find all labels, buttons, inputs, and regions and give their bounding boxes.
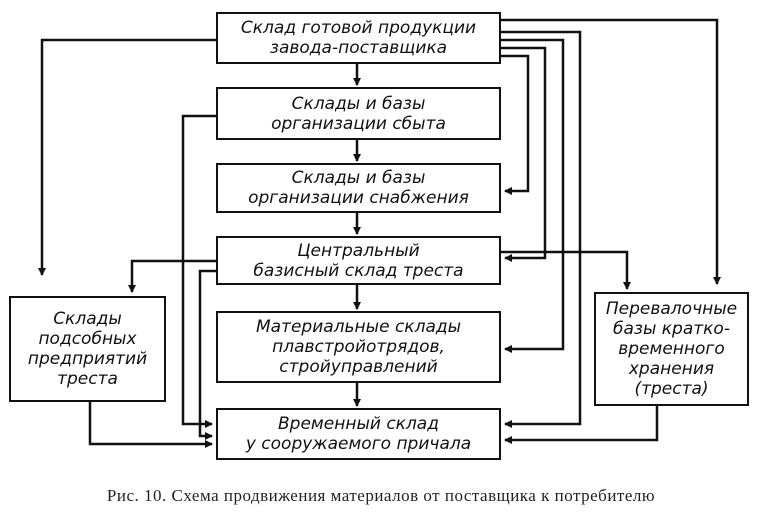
box-line: Склады [53, 309, 122, 329]
box-line: треста [57, 369, 118, 389]
box-line: Материальные склады [255, 317, 462, 337]
box-line: организации снабжения [248, 188, 469, 208]
arrow-factory-to-temporary-right [501, 30, 582, 428]
arrow-factory-to-transshipment [501, 18, 721, 285]
arrow-auxiliary-to-temporary [88, 402, 213, 448]
box-line: базисный склад треста [253, 260, 464, 281]
box-line: стройуправлений [279, 357, 438, 377]
arrow-central-to-transshipment [501, 250, 631, 290]
box-line: подсобных [38, 329, 137, 349]
box-line: Склады и базы [291, 93, 426, 114]
box-line: Перевалочные [605, 299, 738, 319]
arrow-transshipment-to-temporary [504, 406, 659, 444]
box-factory-warehouse: Склад готовой продукции завода-поставщик… [216, 12, 501, 64]
arrow-factory-to-auxiliary [38, 38, 216, 276]
arrow-central-to-temporary [198, 269, 216, 440]
box-central-warehouse: Центральный базисный склад треста [216, 236, 501, 285]
box-line: Склады и базы [291, 168, 426, 188]
box-line: хранения [628, 359, 715, 379]
box-temporary-warehouse: Временный склад у сооружаемого причала [216, 408, 501, 460]
arrow-factory-to-central [501, 46, 547, 262]
box-line: базы кратко- [613, 319, 730, 339]
box-line: Центральный [297, 240, 420, 261]
box-auxiliary-warehouses: Склады подсобных предприятий треста [9, 296, 166, 402]
box-sales-warehouses: Склады и базы организации сбыта [216, 87, 501, 140]
arrow-factory-to-material [501, 38, 565, 353]
box-transshipment-bases: Перевалочные базы кратко- временного хра… [594, 292, 749, 406]
box-line: завода-поставщика [269, 38, 448, 58]
box-material-warehouses: Материальные склады плавстройотрядов, ст… [216, 311, 501, 383]
arrow-central-to-auxiliary [128, 259, 216, 293]
box-line: Временный склад [278, 414, 439, 434]
box-supply-warehouses: Склады и базы организации снабжения [216, 163, 501, 213]
box-line: (треста) [634, 379, 709, 399]
arrow-factory-to-supply [501, 54, 530, 195]
box-line: Склад готовой продукции [240, 18, 477, 38]
box-line: организации сбыта [271, 113, 446, 134]
box-line: плавстройотрядов, [272, 337, 445, 357]
box-line: предприятий [27, 349, 148, 369]
box-line: временного [618, 339, 725, 359]
arrow-sales-to-temporary [181, 114, 216, 428]
figure-caption: Рис. 10. Схема продвижения материалов от… [106, 486, 656, 505]
box-line: у сооружаемого причала [245, 434, 472, 454]
